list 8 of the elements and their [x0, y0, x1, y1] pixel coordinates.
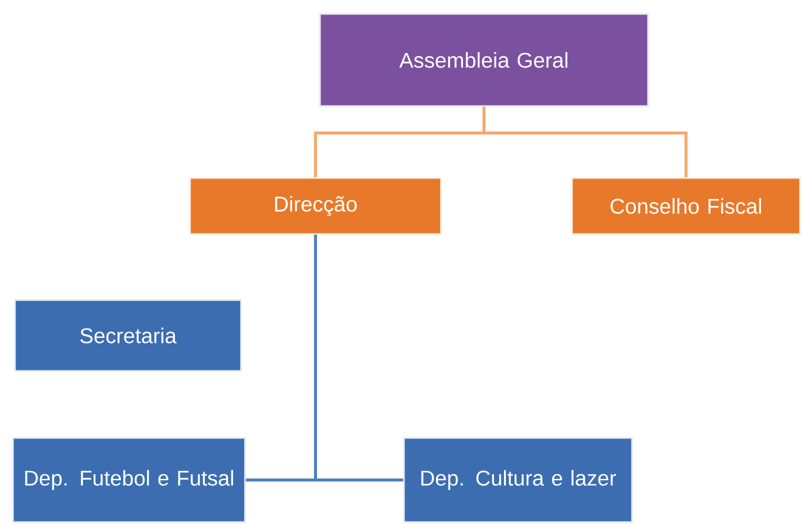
org-box: Dep. Futebol e Futsal [12, 437, 246, 523]
org-box: Dep. Cultura e lazer [403, 437, 633, 523]
connector-line [482, 106, 688, 178]
org-box: Secretaria [14, 299, 242, 372]
org-box: Conselho Fiscal [571, 177, 801, 235]
org-box: Assembleia Geral [319, 13, 649, 107]
connector-line [314, 234, 404, 482]
org-box: Direcção [189, 177, 442, 235]
